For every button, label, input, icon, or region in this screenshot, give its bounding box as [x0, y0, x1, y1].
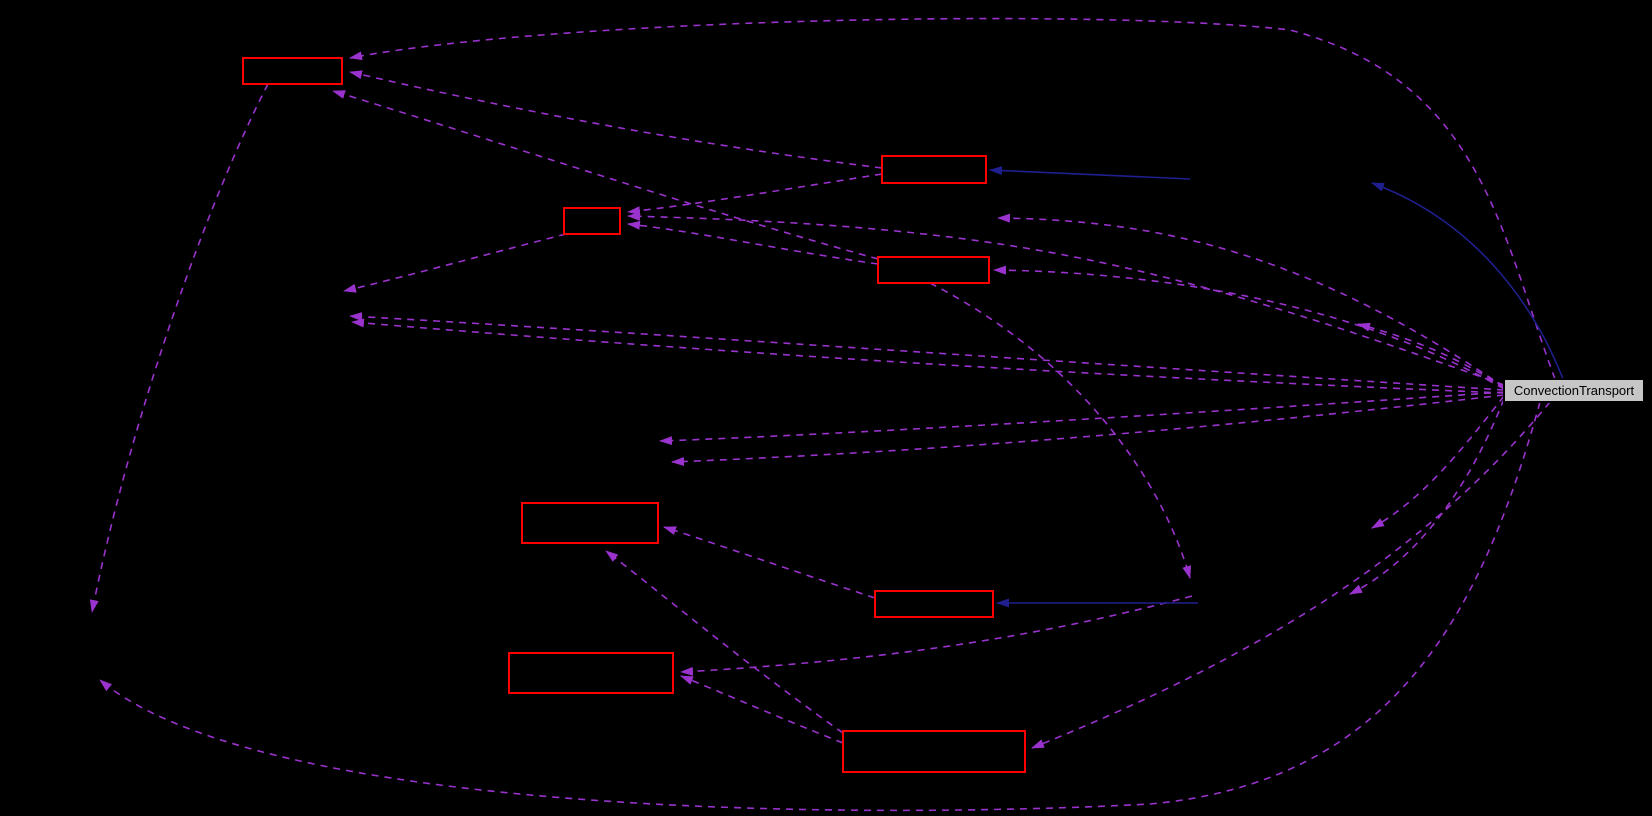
edge-box8-to-box5 — [605, 550, 844, 734]
class-box-8[interactable] — [842, 730, 1026, 773]
edge-main-to-hidden-c1 — [349, 312, 1505, 391]
edge-main-to-hidden-d2 — [671, 394, 1505, 467]
edge-box2-to-box1 — [349, 70, 883, 169]
edge-main-to-hidden-c2 — [351, 318, 1505, 394]
edge-main-to-hidden-i-blue — [1371, 182, 1564, 380]
edge-box4-to-box3 — [627, 220, 879, 265]
edge-main-to-box4 — [993, 265, 1505, 390]
edge-main-to-box3 — [627, 211, 1505, 386]
edge-main-to-hidden-e — [1371, 395, 1505, 529]
edge-main-to-box8 — [1031, 401, 1551, 749]
class-box-5[interactable] — [521, 502, 659, 544]
edge-hidden-h-to-box7 — [680, 595, 1193, 676]
class-box-2[interactable] — [881, 155, 987, 184]
edge-main-to-hidden-b — [1357, 322, 1505, 389]
edge-main-to-hidden-g-bottomarc — [99, 401, 1541, 812]
node-main — [1503, 378, 1645, 403]
edge-box1-to-hidden-g-leftarc — [89, 83, 269, 613]
class-box-1[interactable] — [242, 57, 343, 85]
edge-box4-to-hidden-h — [929, 282, 1192, 579]
class-box-6[interactable] — [874, 590, 994, 618]
edge-main-to-box1-toparc — [349, 17, 1556, 380]
class-box-4[interactable] — [877, 256, 990, 284]
class-box-7[interactable] — [508, 652, 674, 694]
edge-box6-to-box5 — [663, 526, 876, 599]
node-convectiontransport-label: ConvectionTransport — [1513, 383, 1635, 398]
edge-main-to-hidden-a — [997, 213, 1505, 388]
edge-box2-to-box3 — [627, 173, 883, 216]
edge-main-to-hidden-f — [1349, 398, 1505, 595]
edge-hidden-j-to-box2-blue — [989, 166, 1191, 180]
edge-box3-to-hidden-c — [343, 233, 567, 293]
class-box-3[interactable] — [563, 207, 621, 235]
edge-box4-to-box1 — [332, 90, 879, 260]
edge-box8-to-box7 — [680, 675, 844, 744]
edge-main-to-hidden-d1 — [659, 391, 1505, 446]
